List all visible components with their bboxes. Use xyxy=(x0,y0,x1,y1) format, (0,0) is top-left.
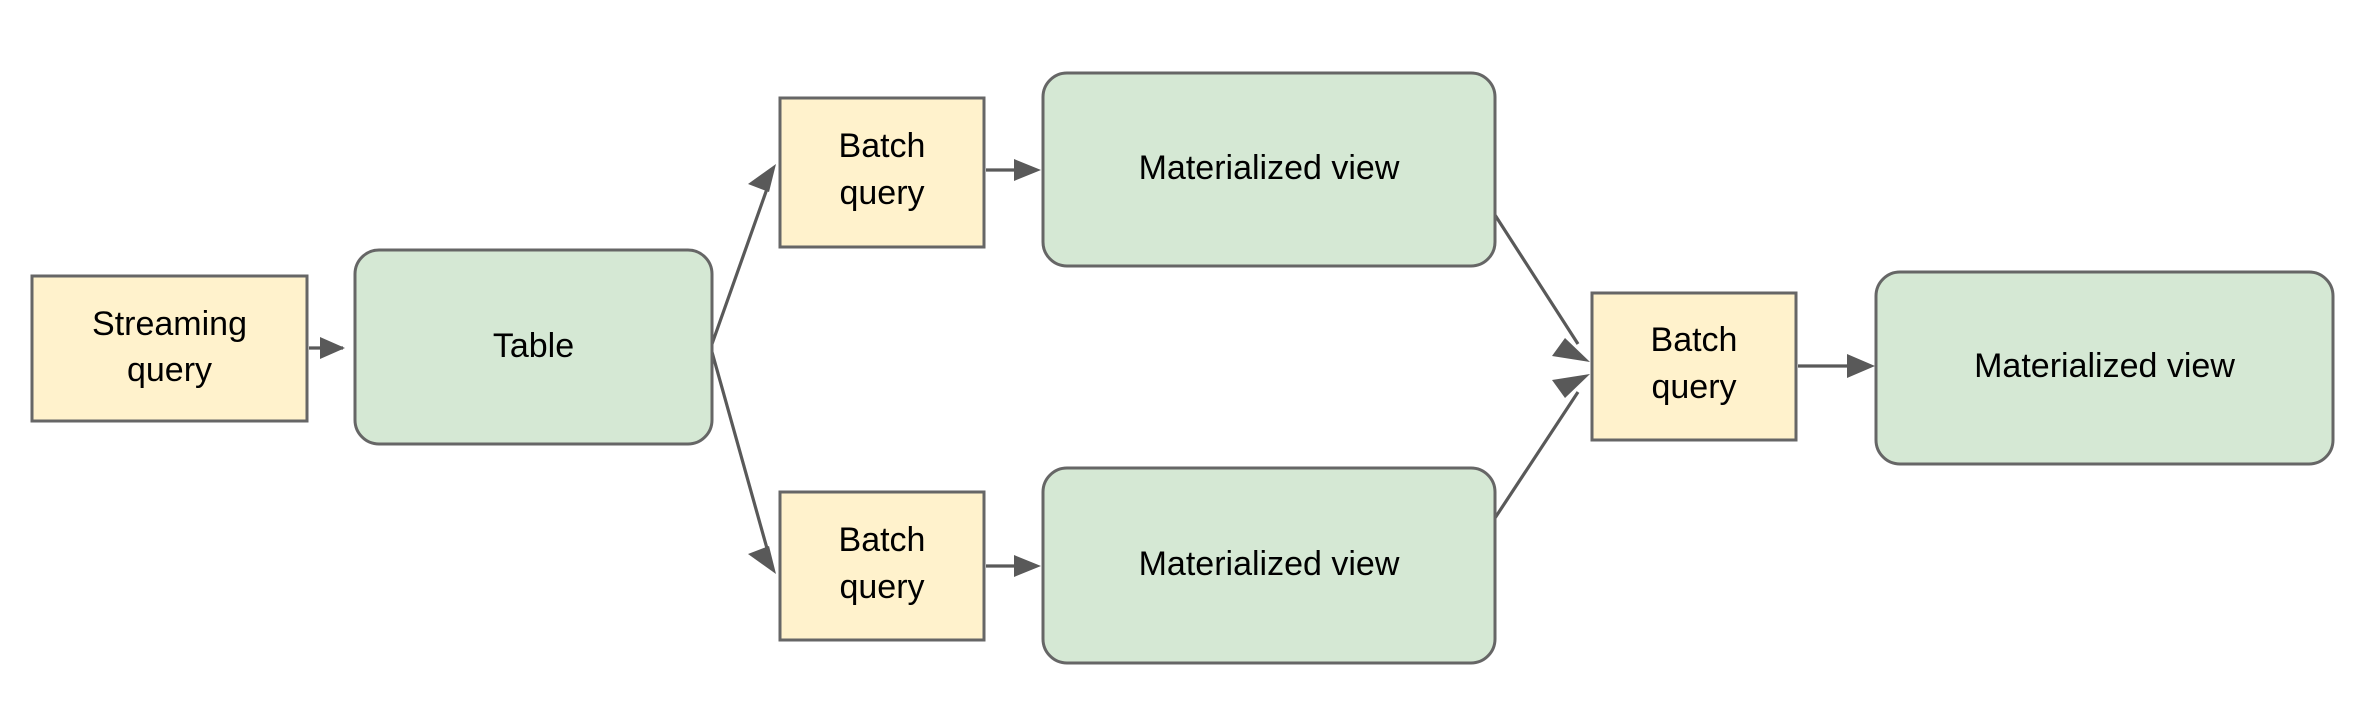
node-layer: Streaming query Table Batch query Materi… xyxy=(30,71,2335,665)
edge-batch-query-merge-to-materialized-view-final[interactable] xyxy=(1798,354,1875,378)
edge-batch-query-top-to-materialized-view-top[interactable] xyxy=(986,159,1041,181)
materialized-view-top-label: Materialized view xyxy=(1139,149,1400,187)
edge-layer xyxy=(309,159,1875,577)
batch-query-bottom-label-line1: Batch xyxy=(839,521,926,559)
materialized-view-bottom-label: Materialized view xyxy=(1139,545,1400,583)
batch-query-bottom-shape[interactable] xyxy=(778,490,986,642)
edge-table-to-batch-query-bottom[interactable] xyxy=(710,351,776,574)
streaming-query-shape[interactable] xyxy=(30,274,309,423)
node-table[interactable]: Table xyxy=(353,248,714,446)
materialized-view-final-label: Materialized view xyxy=(1974,347,2235,385)
batch-query-merge-label-line1: Batch xyxy=(1651,321,1738,359)
materialized-view-top-shape[interactable] xyxy=(1041,71,1497,268)
table-shape[interactable] xyxy=(353,248,714,446)
materialized-view-final-shape[interactable] xyxy=(1874,270,2335,466)
node-batch-query-top[interactable]: Batch query xyxy=(778,96,986,249)
node-materialized-view-final[interactable]: Materialized view xyxy=(1874,270,2335,466)
table-label: Table xyxy=(493,327,574,365)
node-batch-query-bottom[interactable]: Batch query xyxy=(778,490,986,642)
batch-query-top-label-line2: query xyxy=(839,174,924,212)
node-streaming-query[interactable]: Streaming query xyxy=(30,274,309,423)
node-materialized-view-top[interactable]: Materialized view xyxy=(1041,71,1497,268)
edge-batch-query-bottom-to-materialized-view-bottom[interactable] xyxy=(986,555,1041,577)
edge-streaming-query-to-table[interactable] xyxy=(309,337,345,359)
streaming-query-label-line2: query xyxy=(127,351,212,389)
materialized-view-bottom-shape[interactable] xyxy=(1041,466,1497,665)
edge-materialized-view-bottom-to-batch-query-merge[interactable] xyxy=(1493,374,1590,519)
batch-query-merge-shape[interactable] xyxy=(1590,291,1798,442)
node-materialized-view-bottom[interactable]: Materialized view xyxy=(1041,466,1497,665)
batch-query-bottom-label-line2: query xyxy=(839,568,924,606)
batch-query-top-label-line1: Batch xyxy=(839,127,926,165)
edge-table-to-batch-query-top[interactable] xyxy=(710,164,776,345)
edge-materialized-view-top-to-batch-query-merge[interactable] xyxy=(1493,214,1590,362)
streaming-query-label-line1: Streaming xyxy=(92,305,247,343)
batch-query-merge-label-line2: query xyxy=(1651,368,1736,406)
batch-query-top-shape[interactable] xyxy=(778,96,986,249)
node-batch-query-merge[interactable]: Batch query xyxy=(1590,291,1798,442)
